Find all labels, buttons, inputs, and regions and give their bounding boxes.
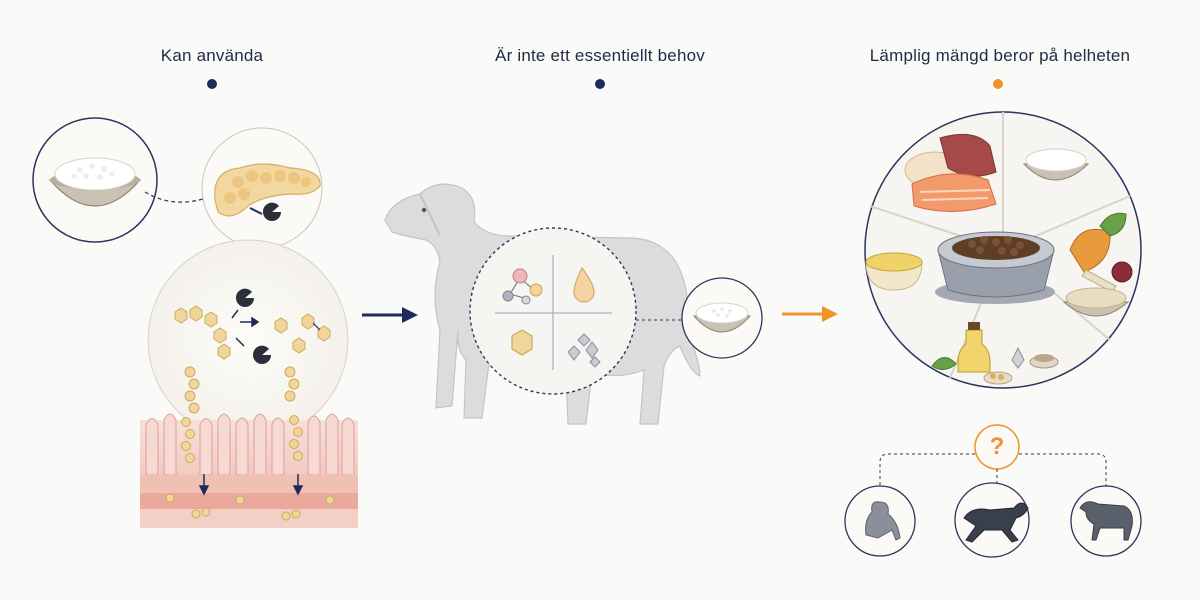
vegetables-icon	[1069, 212, 1133, 293]
small-sitting-dog-icon	[844, 485, 916, 557]
fat-drop-icon	[573, 266, 595, 303]
question-mark: ?	[989, 433, 1005, 460]
mineral-crystals-icon	[567, 333, 601, 368]
carbohydrate-hexagon-icon	[511, 329, 533, 356]
grains-bowl-icon	[1062, 287, 1130, 317]
heading-can-use: Kan använda	[160, 46, 264, 65]
rice-bowl-icon	[1022, 148, 1090, 181]
meat-fish-icon	[904, 133, 997, 212]
enzyme-pacman-icon	[262, 202, 281, 221]
arrow-to-dog	[362, 307, 418, 323]
dot-can-use	[207, 79, 217, 89]
arrow-to-food-wheel	[782, 306, 838, 322]
large-standing-dog-icon	[1070, 485, 1142, 557]
oil-bowl-icon	[865, 252, 923, 291]
rice-bowl-small-icon	[681, 277, 763, 359]
active-running-dog-icon	[954, 482, 1030, 558]
dot-not-essential	[595, 79, 605, 89]
oil-herbs-icon	[931, 322, 1059, 385]
nutrient-quadrants-icon	[469, 227, 637, 395]
kibble-bowl-icon	[935, 231, 1055, 304]
rice-bowl-icon	[32, 117, 158, 243]
enzyme-pacman-icon	[235, 288, 254, 307]
question-connector	[879, 424, 1107, 486]
digestion-circle	[147, 239, 349, 441]
enzyme-pacman-icon	[252, 345, 271, 364]
enzyme-release-arrow	[249, 207, 263, 215]
balanced-food-wheel-icon	[864, 111, 1142, 389]
intestinal-villi-icon	[140, 413, 358, 528]
protein-molecule-icon	[502, 268, 543, 305]
heading-not-essential: Är inte ett essentiellt behov	[495, 46, 705, 65]
heading-amount-depends: Lämplig mängd beror på helheten	[869, 46, 1131, 65]
pancreas-icon	[201, 127, 323, 249]
dot-amount-depends	[993, 79, 1003, 89]
